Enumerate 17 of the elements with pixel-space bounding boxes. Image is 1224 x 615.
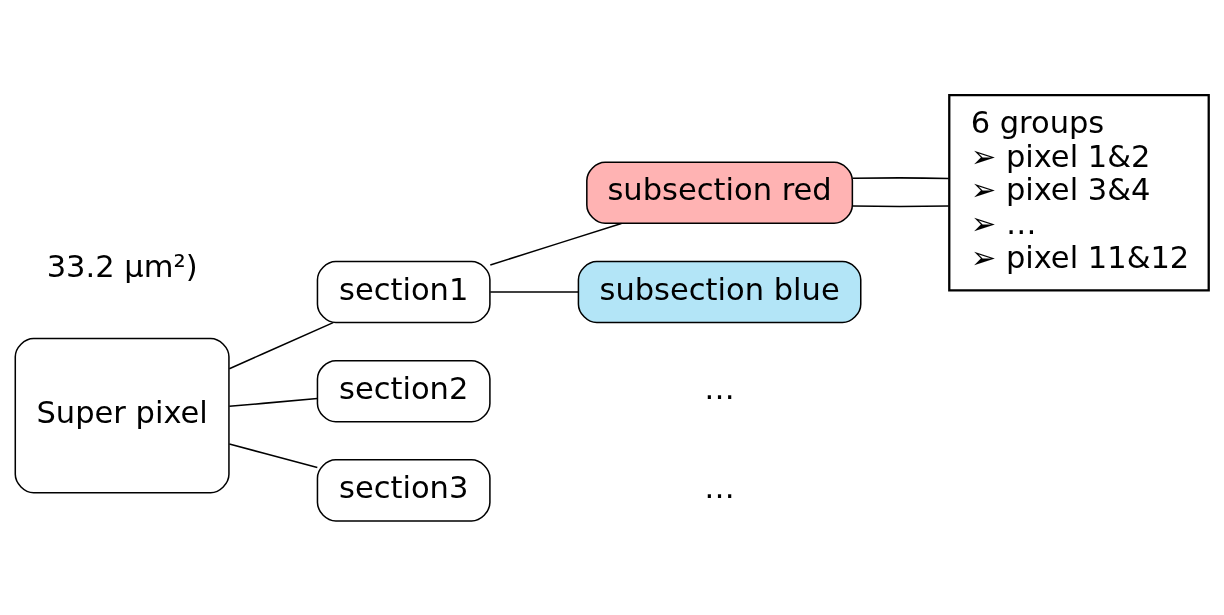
node-box: section3 xyxy=(316,458,491,522)
label: … xyxy=(704,469,735,505)
connector xyxy=(228,321,334,369)
node-box: 6 groups ➢ pixel 1&2 ➢ pixel 3&4 ➢ … ➢ pixel 11&12 xyxy=(948,93,1210,292)
node-box: section1 xyxy=(316,260,491,323)
connector xyxy=(228,397,319,407)
connector xyxy=(489,222,623,266)
node-box: section2 xyxy=(316,359,491,422)
node-box: Super pixel xyxy=(14,337,230,493)
connector xyxy=(852,204,950,207)
connector xyxy=(228,442,319,468)
label: … xyxy=(704,370,735,406)
connector xyxy=(852,176,950,179)
label: 33.2 µm²) xyxy=(46,248,198,284)
connector xyxy=(489,290,579,293)
node-box: subsection red xyxy=(586,161,854,224)
node-box: subsection blue xyxy=(577,260,862,323)
